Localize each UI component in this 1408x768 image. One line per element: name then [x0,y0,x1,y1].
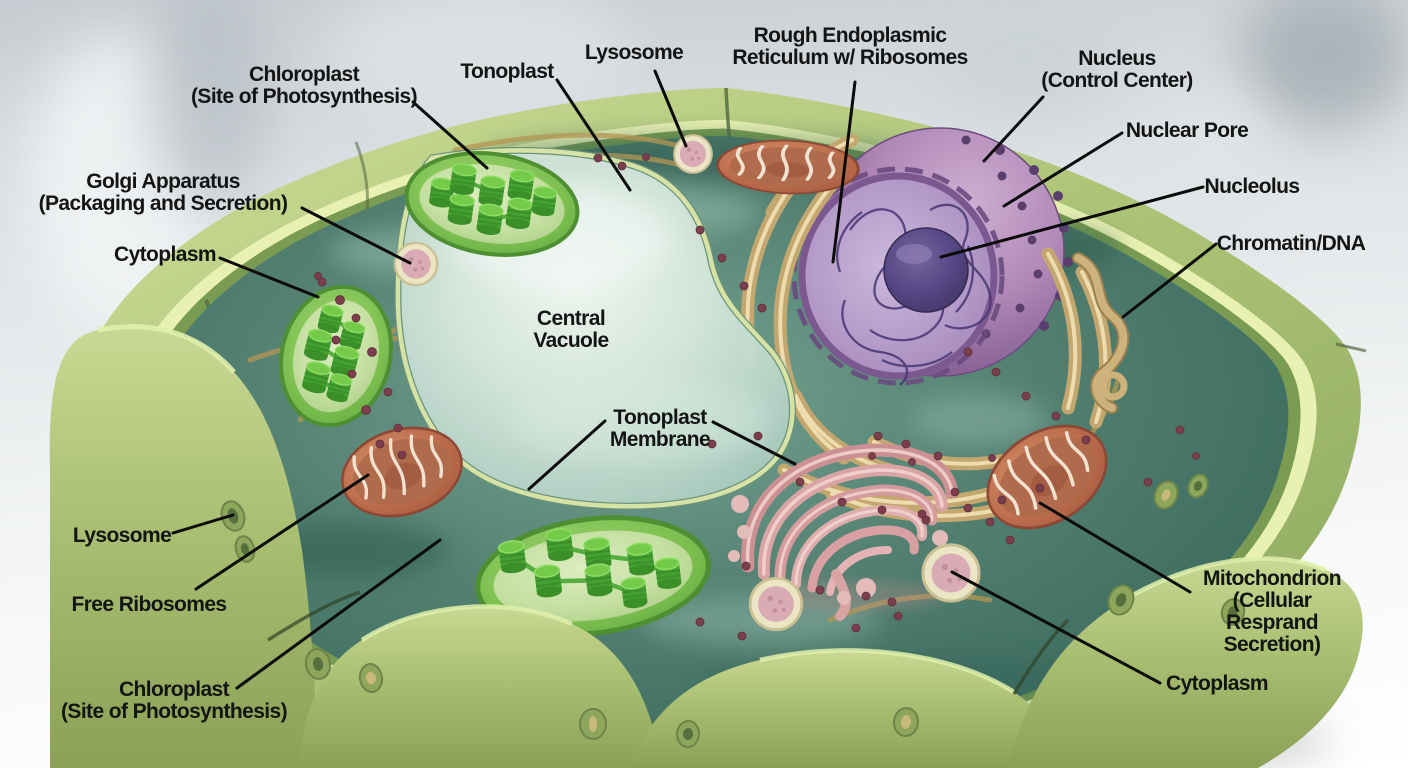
wall-chunk-seams [267,590,1070,695]
leader-tonoplast-membrane-right [711,420,797,466]
leader-lysosome-bottom [171,513,235,535]
background-blur-left-dark [150,0,270,210]
chromatin-strands [836,203,992,386]
background-blur-top-right [930,0,1120,120]
wall-pores [220,473,1246,748]
leader-chromatin [1121,242,1218,319]
leader-tonoplast [555,78,632,192]
lysosome-bottom-left [748,576,804,632]
lysosome-top [673,134,713,174]
cell-wall-foreground [49,324,1363,768]
leader-lysosome-top [653,69,688,148]
leader-cytoplasm-left [218,256,320,299]
nucleolus [883,227,969,313]
leader-nuclear-pore [1002,131,1124,208]
leader-rough-er [831,80,857,264]
leader-chloroplast-top [411,100,489,170]
leader-tonoplast-membrane-left [527,419,607,491]
leader-golgi [300,206,412,265]
chloroplast-bottom [475,515,711,637]
leader-nucleolus [939,185,1205,259]
wall-chunk-right [1010,558,1363,768]
ribosome-dots [314,153,1200,641]
golgi-vesicles [728,495,948,605]
leader-lines [171,69,1218,690]
leader-cytoplasm-bottom [950,570,1162,685]
wall-chunk-center-left [298,606,662,768]
leader-chloroplast-bottom [235,538,442,690]
tonoplast-membrane-line [395,148,795,509]
golgi-apparatus [728,443,959,621]
background-blur-corner-right [1240,0,1408,130]
nucleus [791,127,1073,386]
wall-chunk-center-right [630,650,1062,768]
leader-mitochondrion [1038,501,1192,594]
cell-wall-seam-right [1335,342,1367,353]
lysosome-mid-left [393,241,439,287]
leader-nucleus [982,95,1045,163]
chloroplast-top [404,151,580,257]
wall-chunk-left [49,326,319,768]
chloroplast-left [278,284,394,428]
nuclear-envelope-ring [791,166,1005,386]
leader-free-ribosomes [194,473,370,591]
nucleolus-highlight [896,244,932,264]
smooth-er-squiggle [1072,252,1130,414]
